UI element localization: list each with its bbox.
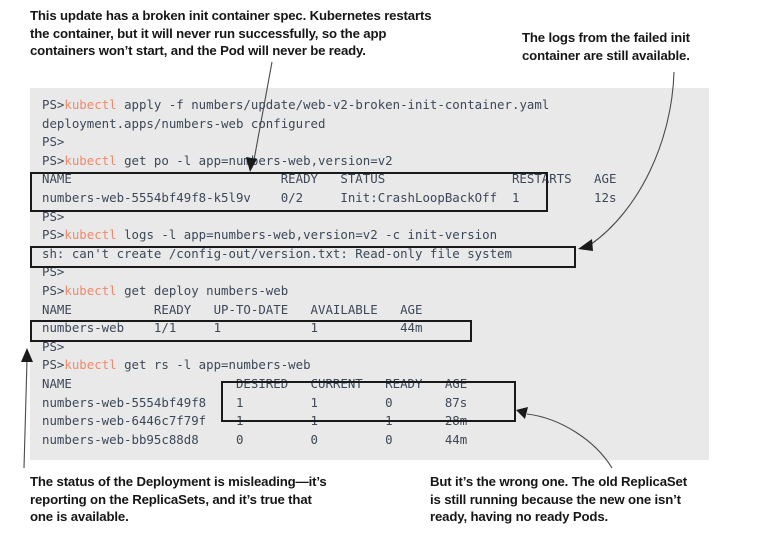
terminal-output-line: numbers-web-bb95c88d8 0 0 0 44m [42,431,468,447]
shell-prompt: PS> [42,282,65,298]
shell-prompt: PS> [42,357,65,373]
terminal-output-line: numbers-web-6446c7f79f 1 1 1 28m [42,413,468,429]
terminal-output-line: NAME READY UP-TO-DATE AVAILABLE AGE [42,301,423,317]
command-arguments: logs -l app=numbers-web,version=v2 -c in… [116,227,498,243]
terminal-output-line: NAME READY STATUS RESTARTS AGE [42,171,617,187]
terminal-output-line: PS> [42,338,65,354]
command-arguments: get rs -l app=numbers-web [116,357,311,373]
command-arguments: get deploy numbers-web [116,282,289,298]
shell-prompt: PS> [42,152,65,168]
terminal-output-line: sh: can't create /config-out/version.txt… [42,245,512,261]
terminal-command-line: PS>kubectl get deploy numbers-web [42,282,709,301]
annotation-bottom-left: The status of the Deployment is misleadi… [30,474,327,525]
shell-prompt: PS> [42,97,65,112]
command-keyword: kubectl [64,97,117,112]
terminal-command-line: PS>kubectl logs -l app=numbers-web,versi… [42,226,709,245]
terminal-output-line: deployment.apps/numbers-web configured [42,115,326,131]
terminal-output-line: PS> [42,134,65,150]
command-keyword: kubectl [64,282,117,298]
terminal-command-line: PS>kubectl get po -l app=numbers-web,ver… [42,152,709,171]
terminal-output-line: numbers-web-5554bf49f8 1 1 0 87s [42,394,468,410]
terminal-command-line: PS>kubectl apply -f numbers/update/web-v… [42,96,709,115]
command-arguments: apply -f numbers/update/web-v2-broken-in… [116,97,550,112]
annotation-top-right: The logs from the failed init container … [522,30,690,63]
terminal-output-line: NAME DESIRED CURRENT READY AGE [42,375,468,391]
annotation-top-left: This update has a broken init container … [30,8,432,59]
terminal-output-line: numbers-web 1/1 1 1 44m [42,320,423,336]
shell-prompt: PS> [42,227,65,243]
terminal-panel[interactable]: PS>kubectl apply -f numbers/update/web-v… [30,88,709,460]
terminal-output: PS>kubectl apply -f numbers/update/web-v… [42,96,709,460]
command-keyword: kubectl [64,357,117,373]
command-keyword: kubectl [64,152,117,168]
command-arguments: get po -l app=numbers-web,version=v2 [116,152,393,168]
command-keyword: kubectl [64,227,117,243]
terminal-output-line: PS> [42,208,65,224]
annotation-bottom-right: But it’s the wrong one. The old ReplicaS… [430,474,687,525]
terminal-output-line: PS> [42,264,65,280]
terminal-output-line: numbers-web-5554bf49f8-k5l9v 0/2 Init:Cr… [42,189,617,205]
terminal-command-line: PS>kubectl get rs -l app=numbers-web [42,356,709,375]
